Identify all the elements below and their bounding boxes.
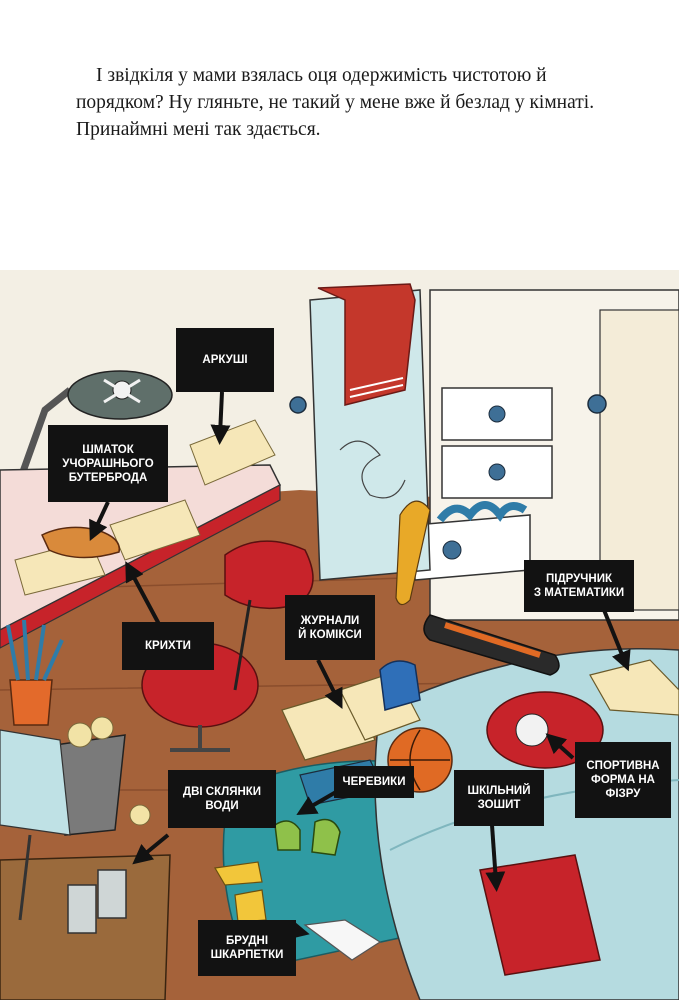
label-math-textbook: Підручник з математики bbox=[524, 560, 634, 612]
glass-of-water bbox=[97, 869, 127, 919]
label-shoes: Черевики bbox=[334, 766, 414, 798]
label-sports-uniform: Спортивна форма на фізру bbox=[575, 742, 671, 818]
label-sheets: Аркуші bbox=[176, 328, 274, 392]
label-two-glasses: Дві склянки води bbox=[168, 770, 276, 828]
socks bbox=[214, 861, 382, 961]
shoes bbox=[274, 818, 341, 856]
boot bbox=[379, 660, 421, 711]
wastebasket bbox=[54, 716, 151, 836]
sports-uniform bbox=[486, 691, 604, 769]
math-textbook bbox=[589, 659, 679, 716]
pencil-cup bbox=[6, 619, 64, 726]
notebook bbox=[479, 854, 601, 976]
drawers bbox=[414, 387, 553, 581]
label-crumbs: Крихти bbox=[122, 622, 214, 670]
towel bbox=[317, 283, 416, 406]
glass-of-water bbox=[67, 884, 97, 934]
label-magazines: Журнали й комікси bbox=[285, 595, 375, 660]
story-text: І звідкіля у мами взялась оця одержиміст… bbox=[76, 62, 636, 143]
label-sandwich: Шматок учорашнього бутерброда bbox=[48, 425, 168, 502]
door-knob bbox=[289, 396, 307, 414]
story-paragraph: І звідкіля у мами взялась оця одержиміст… bbox=[76, 65, 595, 140]
label-dirty-socks: Брудні шкарпетки bbox=[198, 920, 296, 976]
wardrobe-knob bbox=[587, 394, 607, 414]
bedside-table bbox=[0, 729, 171, 1000]
desk-lamp bbox=[16, 370, 173, 482]
label-school-notebook: Шкільний зошит bbox=[454, 770, 544, 826]
